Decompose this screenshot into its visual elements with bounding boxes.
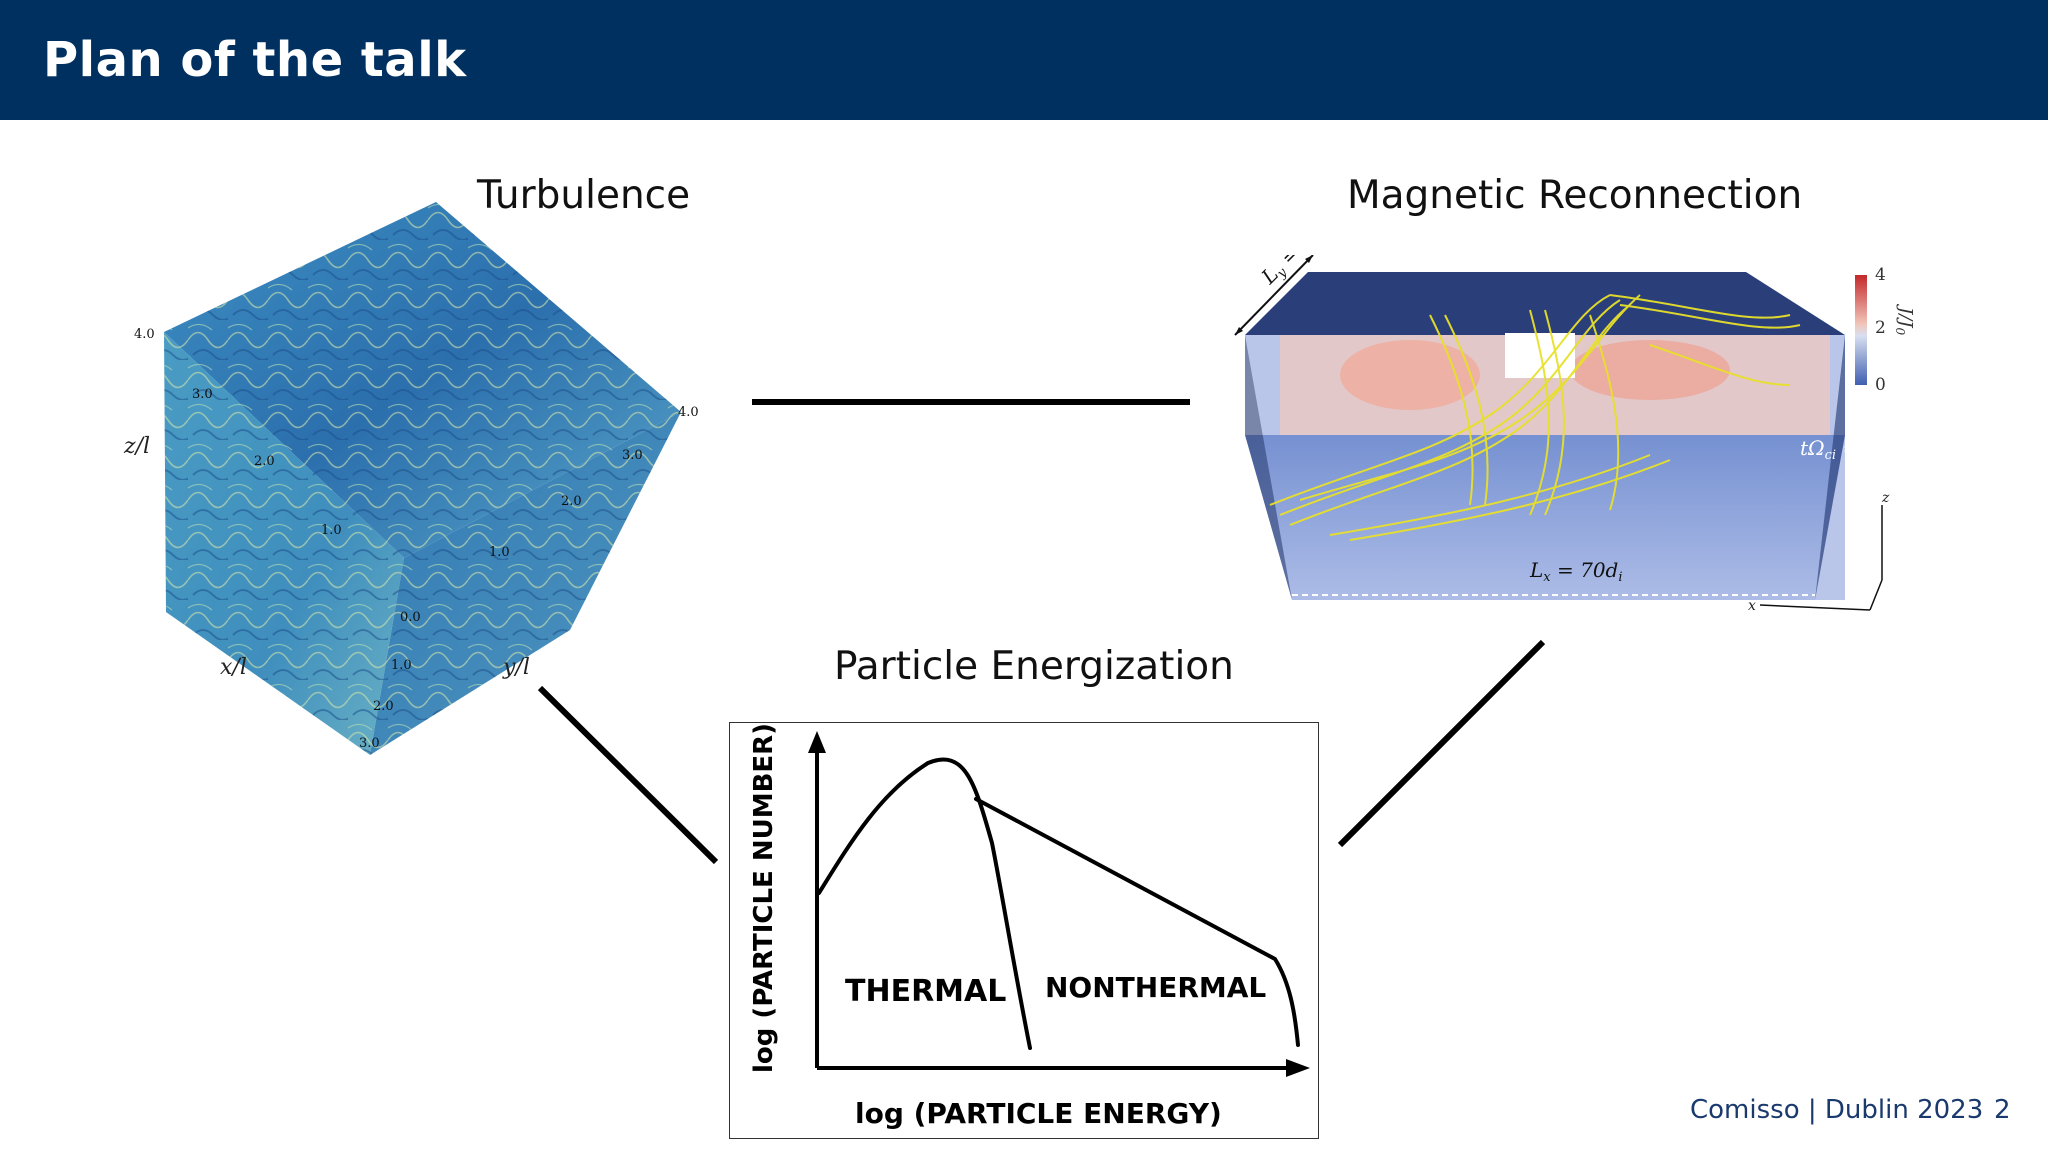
cube-tick-z-2: 2.0 (254, 454, 275, 469)
recon-cbar-tick-4: 4 (1875, 265, 1886, 285)
recon-cbar-tick-2: 2 (1875, 318, 1886, 338)
reconnection-label: Magnetic Reconnection (1347, 173, 1803, 218)
connector-recon-energ (1337, 639, 1546, 848)
recon-cbar-label: J/J0 (1893, 303, 1916, 336)
cube-tick-x-2: 2.0 (373, 699, 394, 714)
cube-tick-z-3: 3.0 (192, 387, 213, 402)
recon-lx-label: Lx = 70di (1529, 558, 1623, 585)
slide-title: Plan of the talk (43, 32, 467, 88)
cube-tick-y-2: 2.0 (561, 494, 582, 509)
cube-tick-x-3: 3.0 (359, 736, 380, 751)
recon-cbar-tick-0: 0 (1875, 375, 1886, 395)
turbulence-label: Turbulence (477, 173, 691, 218)
cube-tick-z-4: 4.0 (134, 327, 155, 342)
page-number: 2 (1994, 1095, 2011, 1125)
thermal-label: THERMAL (845, 974, 1006, 1009)
reconnection-figure: Ly = 70di Lx = 70di tΩci = 40 4 2 0 J/J0… (1234, 255, 1916, 614)
cube-tick-z-1: 1.0 (321, 523, 342, 538)
energy-spectrum-svg: THERMAL NONTHERMAL log (PARTICLE NUMBER)… (749, 723, 1310, 1130)
cube-tick-z-0: 0.0 (400, 610, 421, 625)
cube-tick-y-4: 4.0 (678, 405, 699, 420)
nonthermal-curve (974, 797, 1300, 1047)
cube-tick-y-3: 3.0 (622, 448, 643, 463)
recon-axis-z: z (1881, 490, 1890, 506)
energy-spectrum-plot: THERMAL NONTHERMAL log (PARTICLE NUMBER)… (729, 722, 1319, 1139)
energization-label: Particle Energization (834, 644, 1234, 689)
nonthermal-label: NONTHERMAL (1045, 971, 1266, 1004)
recon-time-label: tΩci = 40 (1800, 436, 1891, 463)
cube-axis-y: y/l (502, 655, 530, 680)
cube-axis-z: z/l (123, 434, 150, 459)
slide-header: Plan of the talk (0, 0, 2048, 120)
recon-axis-x: x (1748, 598, 1756, 614)
cube-tick-x-1: 1.0 (391, 658, 412, 673)
cube-axis-x: x/l (220, 655, 247, 680)
turbulence-cube-figure: z/l x/l y/l 4.0 3.0 2.0 1.0 0.0 4.0 3.0 … (123, 202, 699, 755)
cube-tick-y-1: 1.0 (489, 545, 510, 560)
recon-colorbar (1855, 275, 1867, 385)
thermal-curve (817, 757, 1032, 1050)
energy-ylabel: log (PARTICLE NUMBER) (749, 723, 779, 1073)
energy-xlabel: log (PARTICLE ENERGY) (855, 1097, 1222, 1130)
footer-citation: Comisso | Dublin 2023 (1690, 1095, 1984, 1125)
